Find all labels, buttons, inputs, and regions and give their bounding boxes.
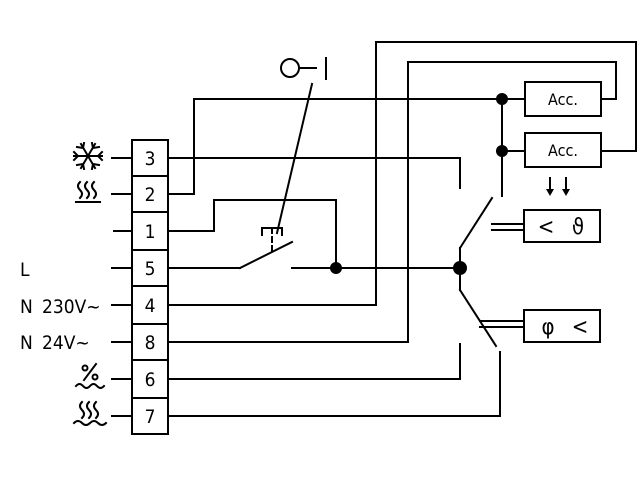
terminal-8: 8	[145, 332, 156, 354]
terminal-7: 7	[145, 406, 156, 428]
accessory-label-2: Acc.	[548, 141, 578, 160]
snowflake-icon	[72, 141, 104, 171]
terminal-block: 3 2 1 5 4 8 6 7	[131, 139, 169, 435]
temperature-sensor-box: < ϑ	[523, 209, 601, 243]
terminal-2: 2	[145, 184, 156, 206]
neutral-230-letter: N	[20, 296, 33, 318]
junction-dot	[330, 262, 342, 274]
neutral-230-voltage: 230V~	[42, 296, 101, 318]
terminal-4: 4	[145, 295, 156, 317]
wires	[167, 41, 637, 417]
humidity-icon	[74, 362, 106, 389]
temperature-symbol: ϑ	[572, 215, 584, 240]
line-label: L	[20, 259, 30, 281]
terminal-stubs	[111, 157, 133, 417]
floor-heating-icon	[75, 180, 101, 203]
accessory-box-1: Acc.	[524, 81, 602, 117]
down-arrows-icon	[546, 177, 570, 196]
accessory-box-2: Acc.	[524, 132, 602, 168]
water-heating-icon	[72, 400, 108, 426]
terminal-3: 3	[145, 148, 156, 170]
neutral-24-voltage: 24V~	[42, 332, 90, 354]
humidity-less-than: <	[572, 315, 589, 340]
neutral-24-letter: N	[20, 332, 33, 354]
terminal-5: 5	[145, 258, 156, 280]
power-switch-label	[280, 57, 327, 80]
humidity-sensor-box: φ <	[523, 309, 601, 343]
junction-dot	[453, 261, 467, 275]
terminal-1: 1	[145, 221, 156, 243]
terminal-6: 6	[145, 369, 156, 391]
humidity-symbol: φ	[541, 315, 554, 340]
temperature-less-than: <	[538, 215, 555, 240]
accessory-label-1: Acc.	[548, 90, 578, 109]
junction-dot	[496, 93, 508, 105]
junction-dot	[496, 145, 508, 157]
